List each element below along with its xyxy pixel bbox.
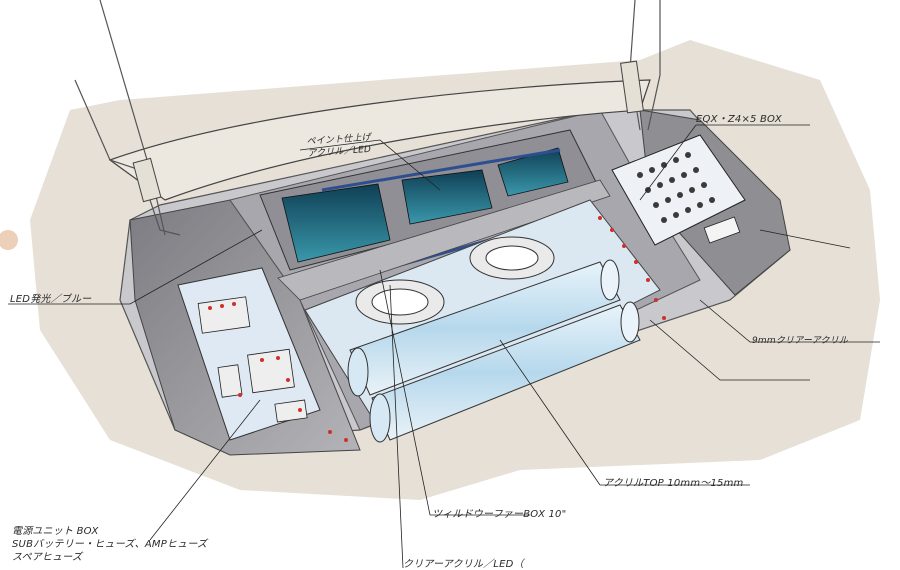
power-unit-components <box>197 296 308 423</box>
label-power-unit-line3: スペアヒューズ <box>12 552 83 563</box>
label-clear-acrylic-led: クリアーアクリル／LED（ <box>403 559 524 570</box>
screen-left <box>281 183 391 263</box>
screen-center <box>401 169 493 225</box>
label-power-unit-line2: SUBバッテリー・ヒューズ、AMPヒューズ <box>12 539 208 550</box>
label-acrylic-top: アクリルTOP 10mm～15mm <box>603 478 744 489</box>
label-power-unit-title: 電源ユニット BOX <box>12 526 99 537</box>
red-leds <box>328 216 666 442</box>
label-power-unit: 電源ユニット BOX SUBバッテリー・ヒューズ、AMPヒューズ スペアヒューズ <box>12 525 207 564</box>
subwoofer-cones <box>355 236 555 325</box>
label-eqx-box: EQX・Z4×5 BOX <box>696 114 782 125</box>
lid-strut-right-2 <box>647 0 661 131</box>
label-paint-finish: ペイント仕上げ アクリル／LED <box>306 132 372 160</box>
eqx-knobs <box>637 152 715 223</box>
cross-beam <box>277 179 611 301</box>
label-subwoofer-box: ツィルドウーファーBOX 10" <box>432 509 567 520</box>
acrylic-tubes <box>347 259 641 443</box>
stain-mark <box>0 230 18 250</box>
eqx-box <box>611 134 746 246</box>
label-led-blue: LED発光／ブルー <box>10 294 92 305</box>
eqx-unit-small <box>703 216 741 244</box>
label-acrylic-9mm: 9mmクリアーアクリル <box>752 336 849 346</box>
lid-hinge-right <box>620 60 644 114</box>
lid-hinge-left <box>132 157 162 203</box>
power-unit-leds <box>208 302 302 412</box>
blue-bar-upper <box>321 148 561 192</box>
leader-lines <box>8 124 880 568</box>
